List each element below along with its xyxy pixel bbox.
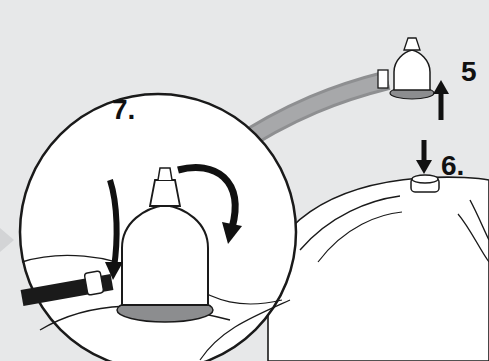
pointer-triangle [0,228,14,252]
callout-number: 5 [461,58,477,86]
motion-arrow [416,160,432,174]
callout-number: 6. [441,152,464,180]
pressure-regulator [378,38,434,99]
detail-inset [20,94,296,361]
gas-cylinder [268,175,489,361]
motion-arrow [439,92,444,120]
motion-arrow [433,80,449,94]
motion-arrow [422,140,427,162]
callout-number: 7. [112,96,135,124]
